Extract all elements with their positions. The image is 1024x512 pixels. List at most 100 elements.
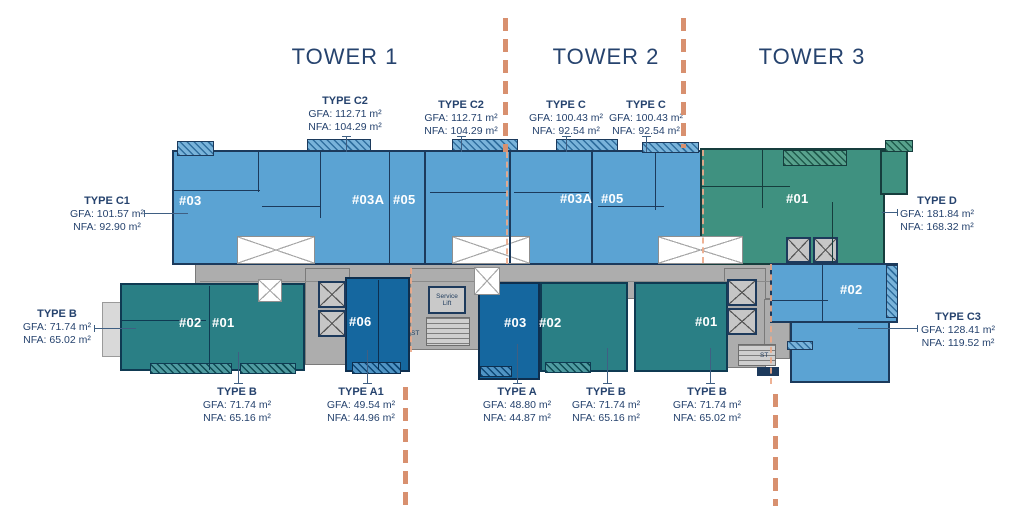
- elevator-shaft: [318, 310, 346, 337]
- type-gfa: GFA: 101.57 m²: [69, 208, 145, 220]
- type-label-b-bottom-1: TYPE B GFA: 71.74 m² NFA: 65.16 m²: [187, 386, 287, 424]
- unit-label: #01: [695, 314, 718, 329]
- type-label-d: TYPE D GFA: 181.84 m² NFA: 168.32 m²: [887, 195, 987, 233]
- leader-line: [858, 325, 918, 332]
- leader-line: [457, 136, 466, 152]
- tower-boundary-line: [702, 150, 704, 263]
- type-nfa: NFA: 92.54 m²: [532, 124, 600, 137]
- unit-block-tower3-01-ext: [880, 150, 908, 195]
- type-nfa: NFA: 104.29 m²: [308, 120, 382, 133]
- balcony-hatch: [452, 139, 518, 151]
- type-label-c-tower2-left: TYPE C GFA: 100.43 m² NFA: 92.54 m²: [516, 99, 616, 137]
- unit-label: #02: [179, 315, 202, 330]
- wall: [591, 152, 593, 263]
- service-lift-label: Service Lift: [436, 293, 458, 307]
- type-nfa: NFA: 65.02 m²: [23, 333, 91, 346]
- type-nfa: NFA: 92.90 m²: [73, 220, 141, 233]
- elevator-shaft: [727, 308, 757, 335]
- wall: [822, 265, 823, 321]
- balcony-hatch: [545, 362, 591, 373]
- tower-title-1: TOWER 1: [291, 44, 399, 69]
- tower-title-2: TOWER 2: [552, 44, 660, 69]
- type-gfa: GFA: 71.74 m²: [672, 399, 742, 411]
- balcony-hatch: [787, 341, 813, 350]
- wall: [762, 150, 763, 208]
- void-x-box: [237, 236, 315, 264]
- balcony-hatch: [150, 363, 232, 374]
- balcony-hatch: [307, 139, 371, 151]
- type-label-c-tower2-right: TYPE C GFA: 100.43 m² NFA: 92.54 m²: [596, 99, 696, 137]
- tower-boundary-line: [770, 264, 772, 384]
- leader-line: [234, 352, 243, 384]
- unit-label: #01: [786, 191, 809, 206]
- wall: [209, 286, 210, 370]
- wall: [430, 192, 508, 193]
- leader-line: [562, 136, 571, 152]
- wall: [122, 320, 206, 321]
- void-x-box: [258, 279, 282, 302]
- wall: [378, 280, 379, 370]
- unit-block-tower3-02-lower: [790, 321, 890, 383]
- balcony-hatch: [177, 141, 214, 156]
- type-nfa: NFA: 65.16 m²: [572, 411, 640, 424]
- leader-line: [706, 348, 715, 384]
- type-title: TYPE A: [497, 386, 537, 398]
- unit-block-tower3-02-upper: [770, 263, 898, 323]
- type-gfa: GFA: 112.71 m²: [424, 112, 498, 124]
- elevator-shaft: [318, 281, 346, 308]
- wall: [258, 152, 259, 192]
- unit-label: #02: [539, 315, 562, 330]
- type-gfa: GFA: 128.41 m²: [920, 324, 996, 336]
- type-gfa: GFA: 100.43 m²: [528, 112, 604, 124]
- elevator-shaft: [813, 237, 838, 263]
- unit-block-03: [478, 282, 540, 380]
- leader-line: [642, 136, 651, 152]
- type-label-b-bottom-3: TYPE B GFA: 71.74 m² NFA: 65.02 m²: [657, 386, 757, 424]
- type-nfa: NFA: 168.32 m²: [900, 220, 974, 233]
- type-label-a: TYPE A GFA: 48.80 m² NFA: 44.87 m²: [467, 386, 567, 424]
- unit-block-tower2-01: [634, 282, 728, 372]
- tower-divider-dashed: [403, 387, 408, 505]
- type-label-c1: TYPE C1 GFA: 101.57 m² NFA: 92.90 m²: [57, 195, 157, 233]
- leader-line: [144, 210, 188, 217]
- signage-plate: [757, 367, 779, 376]
- type-gfa: GFA: 71.74 m²: [202, 399, 272, 411]
- unit-label: #02: [840, 282, 863, 297]
- type-nfa: NFA: 92.54 m²: [612, 124, 680, 137]
- void-x-box: [452, 236, 530, 264]
- type-nfa: NFA: 104.29 m²: [424, 124, 498, 137]
- type-label-c2-tower1-right: TYPE C2 GFA: 112.71 m² NFA: 104.29 m²: [411, 99, 511, 137]
- stairs-label: ST: [760, 352, 769, 359]
- type-gfa: GFA: 181.84 m²: [899, 208, 975, 220]
- balcony-hatch: [642, 142, 699, 153]
- type-title: TYPE C1: [84, 195, 130, 207]
- wall: [262, 206, 320, 207]
- void-x-box: [474, 267, 500, 295]
- wall: [174, 190, 260, 191]
- wall: [514, 192, 589, 193]
- balcony-hatch: [480, 366, 512, 377]
- type-gfa: GFA: 71.74 m²: [571, 399, 641, 411]
- leader-line: [94, 325, 136, 332]
- type-gfa: GFA: 100.43 m²: [608, 112, 684, 124]
- elevator-shaft: [727, 279, 757, 306]
- wall: [832, 202, 833, 263]
- type-label-b-left: TYPE B GFA: 71.74 m² NFA: 65.02 m²: [7, 308, 107, 346]
- type-title: TYPE D: [917, 195, 957, 207]
- leader-line: [342, 136, 351, 152]
- tower-divider-dashed: [681, 18, 686, 148]
- type-gfa: GFA: 48.80 m²: [482, 399, 552, 411]
- unit-label: #05: [393, 192, 416, 207]
- wall: [655, 152, 656, 210]
- type-nfa: NFA: 65.16 m²: [203, 411, 271, 424]
- leader-line: [882, 209, 898, 216]
- type-nfa: NFA: 119.52 m²: [921, 336, 995, 349]
- stairs: [426, 317, 470, 346]
- type-nfa: NFA: 65.02 m²: [673, 411, 741, 424]
- stairs: [738, 344, 776, 366]
- wall: [702, 186, 790, 187]
- leader-line: [513, 344, 522, 384]
- wall: [509, 152, 511, 263]
- void-x-box: [658, 236, 743, 264]
